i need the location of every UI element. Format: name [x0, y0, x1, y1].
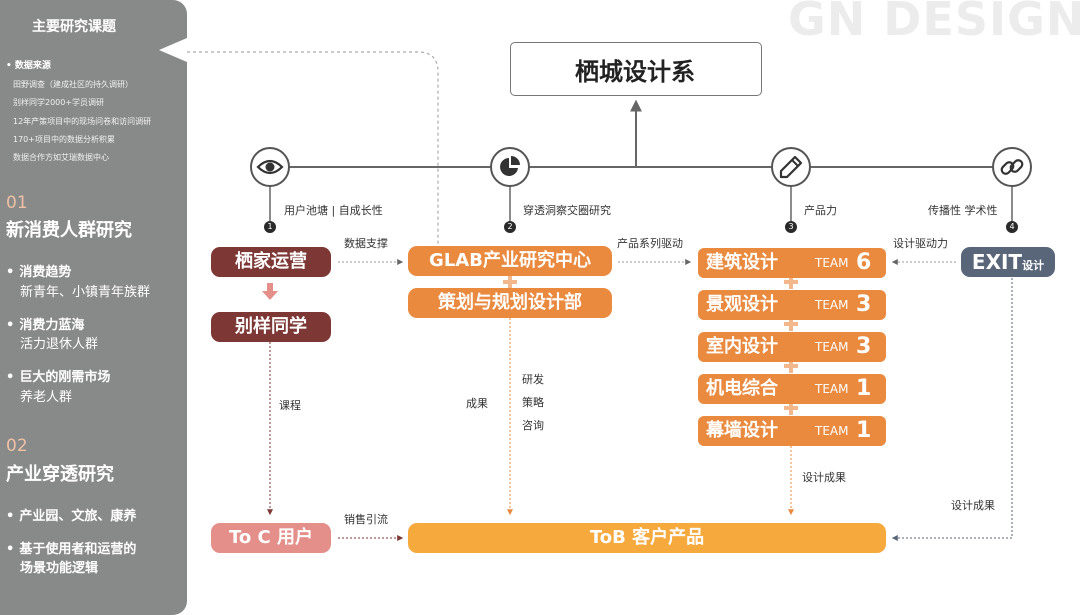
- sources-header-label: 数据来源: [14, 61, 51, 71]
- team-box: 幕墙设计 TEAM 1: [698, 416, 886, 446]
- node-bieyang-classmates: 别样同学: [211, 312, 331, 342]
- bullet-subtext: 活力退休人群: [20, 337, 99, 352]
- node-qijia-operations: 栖家运营: [211, 247, 331, 277]
- node-exit-design: EXIT设计: [961, 247, 1055, 277]
- sources-header: • 数据来源: [6, 58, 51, 71]
- edge-label-course: 课程: [279, 399, 301, 412]
- edge-label-product-series: 产品系列驱动: [617, 237, 683, 250]
- team-label: TEAM: [815, 382, 849, 396]
- pillar-caption: 传播性 学术性: [928, 204, 998, 217]
- team-label: TEAM: [815, 256, 849, 270]
- dashed-source-line: [187, 51, 439, 246]
- team-count: 3: [856, 292, 872, 317]
- team-count: 1: [856, 376, 872, 401]
- edge-label-design-results: 设计成果: [951, 499, 995, 512]
- pillar-caption: 用户池塘 | 自成长性: [284, 204, 383, 217]
- bullet-subtext: 新青年、小镇青年族群: [20, 285, 151, 300]
- pillar-number-badge: 1: [264, 221, 276, 233]
- team-name: 幕墙设计: [706, 420, 778, 441]
- eye-icon: [250, 147, 290, 187]
- team-count: 6: [856, 250, 872, 275]
- section-1-bullet: • 消费力蓝海: [6, 314, 84, 333]
- watermark: GN DESIGN: [788, 0, 1080, 46]
- pie-chart-icon: [490, 147, 530, 187]
- edge-label-consulting: 咨询: [522, 419, 544, 432]
- team-label: TEAM: [815, 424, 849, 438]
- source-item: 田野调查（建成社区的持久调研）: [13, 80, 133, 89]
- bullet-heading: 产业园、文旅、康养: [19, 509, 137, 524]
- exit-sublabel: 设计: [1022, 259, 1045, 272]
- plus-connectors: [503, 275, 798, 415]
- team-label: TEAM: [815, 340, 849, 354]
- bullet-continuation: 场景功能逻辑: [20, 561, 99, 576]
- bullet-icon: •: [6, 509, 15, 524]
- main-title: 栖城设计系: [575, 58, 695, 86]
- edge-label-results: 成果: [466, 397, 488, 410]
- link-icon: [992, 147, 1032, 187]
- team-box: 景观设计 TEAM 3: [698, 290, 886, 320]
- down-arrow-icon: [262, 283, 278, 300]
- team-name: 室内设计: [706, 336, 778, 357]
- source-item: 12年产策项目中的现场问卷和访问调研: [13, 117, 152, 126]
- section-2-title: 产业穿透研究: [6, 464, 114, 485]
- edge-label-research: 研发: [522, 373, 544, 386]
- section-1-title: 新消费人群研究: [6, 220, 132, 241]
- section-2-number: 02: [6, 436, 28, 456]
- team-box: 机电综合 TEAM 1: [698, 374, 886, 404]
- team-count: 3: [856, 334, 872, 359]
- team-name: 建筑设计: [706, 252, 778, 273]
- sidebar: [0, 0, 187, 615]
- edge-label-strategy: 策略: [522, 396, 544, 409]
- bullet-icon: •: [6, 265, 15, 280]
- section-1-number: 01: [6, 193, 28, 213]
- bullet-heading: 消费趋势: [19, 265, 72, 280]
- pillar-number-badge: 4: [1006, 221, 1018, 233]
- main-title-box: [510, 42, 762, 96]
- edge-label-sales-leads: 销售引流: [344, 513, 388, 526]
- section-1-bullet: • 消费趋势: [6, 261, 71, 280]
- pillar-caption: 穿透洞察交圈研究: [523, 204, 611, 217]
- pencil-icon: [771, 147, 811, 187]
- team-name: 景观设计: [706, 294, 778, 315]
- team-box: 建筑设计 TEAM 6: [698, 248, 886, 278]
- bullet-icon: •: [6, 61, 12, 71]
- section-1-bullet: • 巨大的刚需市场: [6, 366, 110, 385]
- edge-label-data-support: 数据支撑: [344, 237, 388, 250]
- source-item: 170+项目中的数据分析积累: [13, 135, 115, 144]
- pillar-number-badge: 2: [504, 221, 516, 233]
- bullet-subtext: 养老人群: [20, 390, 73, 405]
- section-2-bullet: • 产业园、文旅、康养: [6, 505, 136, 524]
- sidebar-pointer: [159, 38, 187, 62]
- edge-label-design-drive: 设计驱动力: [893, 237, 948, 250]
- team-label: TEAM: [815, 298, 849, 312]
- bullet-icon: •: [6, 542, 15, 557]
- bullet-icon: •: [6, 370, 15, 385]
- bullet-heading: 巨大的刚需市场: [19, 370, 111, 385]
- team-box: 室内设计 TEAM 3: [698, 332, 886, 362]
- pillar-number-badge: 3: [785, 221, 797, 233]
- source-item: 数据合作方如艾瑞数据中心: [13, 153, 109, 162]
- section-2-bullet: • 基于使用者和运营的: [6, 538, 136, 557]
- edge-label-design-results: 设计成果: [802, 471, 846, 484]
- exit-label: EXIT: [971, 250, 1023, 274]
- bullet-heading: 消费力蓝海: [19, 318, 85, 333]
- team-count: 1: [856, 418, 872, 443]
- bullet-heading: 基于使用者和运营的: [19, 542, 137, 557]
- source-item: 别样同学2000+学员调研: [13, 98, 105, 107]
- pillar-caption: 产品力: [804, 204, 837, 217]
- node-planning-design-dept: 策划与规划设计部: [408, 288, 612, 318]
- node-tob-client-products: ToB 客户产品: [408, 523, 886, 553]
- team-name: 机电综合: [706, 378, 778, 399]
- node-toc-users: To C 用户: [211, 523, 331, 553]
- bullet-icon: •: [6, 318, 15, 333]
- sidebar-title: 主要研究课题: [32, 19, 116, 35]
- node-glab-research-center: GLAB产业研究中心: [408, 246, 612, 276]
